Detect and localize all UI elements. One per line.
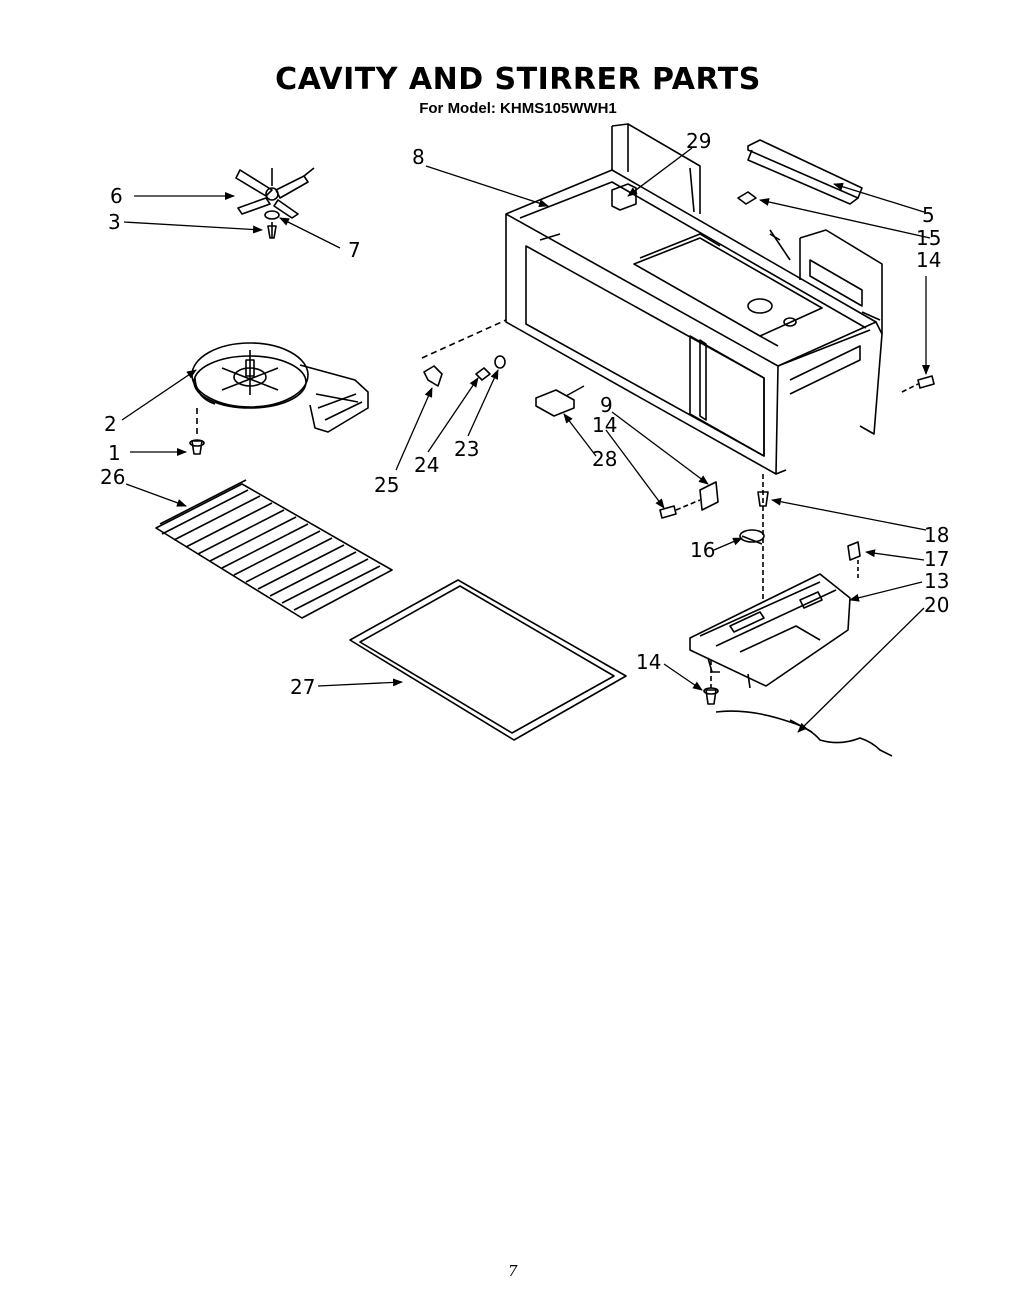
callout-26: 26 — [100, 465, 125, 489]
lockwasher-part — [494, 355, 506, 369]
bottom-screw-part — [703, 660, 719, 705]
callout-17: 17 — [924, 547, 949, 571]
callout-25: 25 — [374, 473, 399, 497]
hinge-screw-part — [659, 505, 677, 519]
callout-16: 16 — [690, 538, 715, 562]
page-number: 7 — [508, 1262, 518, 1280]
stirrer-blade-part — [235, 167, 315, 219]
latch-clip-part — [423, 365, 443, 387]
callout-14-right: 14 — [916, 248, 941, 272]
cavity-clip-part — [737, 191, 757, 205]
plain-leader-lines — [565, 385, 585, 397]
pad-part — [535, 389, 575, 417]
bottom-plate-part — [689, 573, 851, 689]
callout-2: 2 — [104, 412, 117, 436]
callout-24: 24 — [414, 453, 439, 477]
leader-lines — [121, 147, 931, 733]
callout-23: 23 — [454, 437, 479, 461]
cutout-screw-part — [757, 491, 769, 507]
cavity-part — [505, 123, 883, 475]
hinge-bracket-part — [699, 481, 719, 511]
callout-15: 15 — [916, 226, 941, 250]
sensor-wire-part — [715, 710, 893, 757]
page-title: CAVITY AND STIRRER PARTS — [275, 62, 761, 97]
callout-14-bottom: 14 — [636, 650, 661, 674]
callout-28: 28 — [592, 447, 617, 471]
callout-1: 1 — [108, 441, 121, 465]
callout-13: 13 — [924, 569, 949, 593]
thermal-cutout-part — [739, 529, 765, 545]
bracket-part — [747, 139, 863, 205]
callout-18: 18 — [924, 523, 949, 547]
sensor-clip-part — [847, 541, 861, 561]
callout-20: 20 — [924, 593, 949, 617]
callout-5: 5 — [922, 203, 935, 227]
callout-7: 7 — [348, 238, 361, 262]
wire-rack-part — [155, 479, 393, 619]
washer-part — [264, 210, 280, 220]
callout-9: 9 — [600, 393, 613, 417]
callout-27: 27 — [290, 675, 315, 699]
model-subtitle: For Model: KHMS105WWH1 — [419, 100, 617, 117]
callout-29: 29 — [686, 129, 711, 153]
right-screw-part — [901, 375, 935, 393]
nut-part — [475, 367, 491, 381]
stirrer-screw-part — [267, 222, 277, 239]
stirrer-housing-part — [191, 342, 369, 433]
callout-14-middle: 14 — [592, 413, 617, 437]
glass-tray-part — [349, 579, 627, 741]
housing-screw-part — [189, 408, 205, 455]
callout-6: 6 — [110, 184, 123, 208]
callout-8: 8 — [412, 145, 425, 169]
callout-3: 3 — [108, 210, 121, 234]
